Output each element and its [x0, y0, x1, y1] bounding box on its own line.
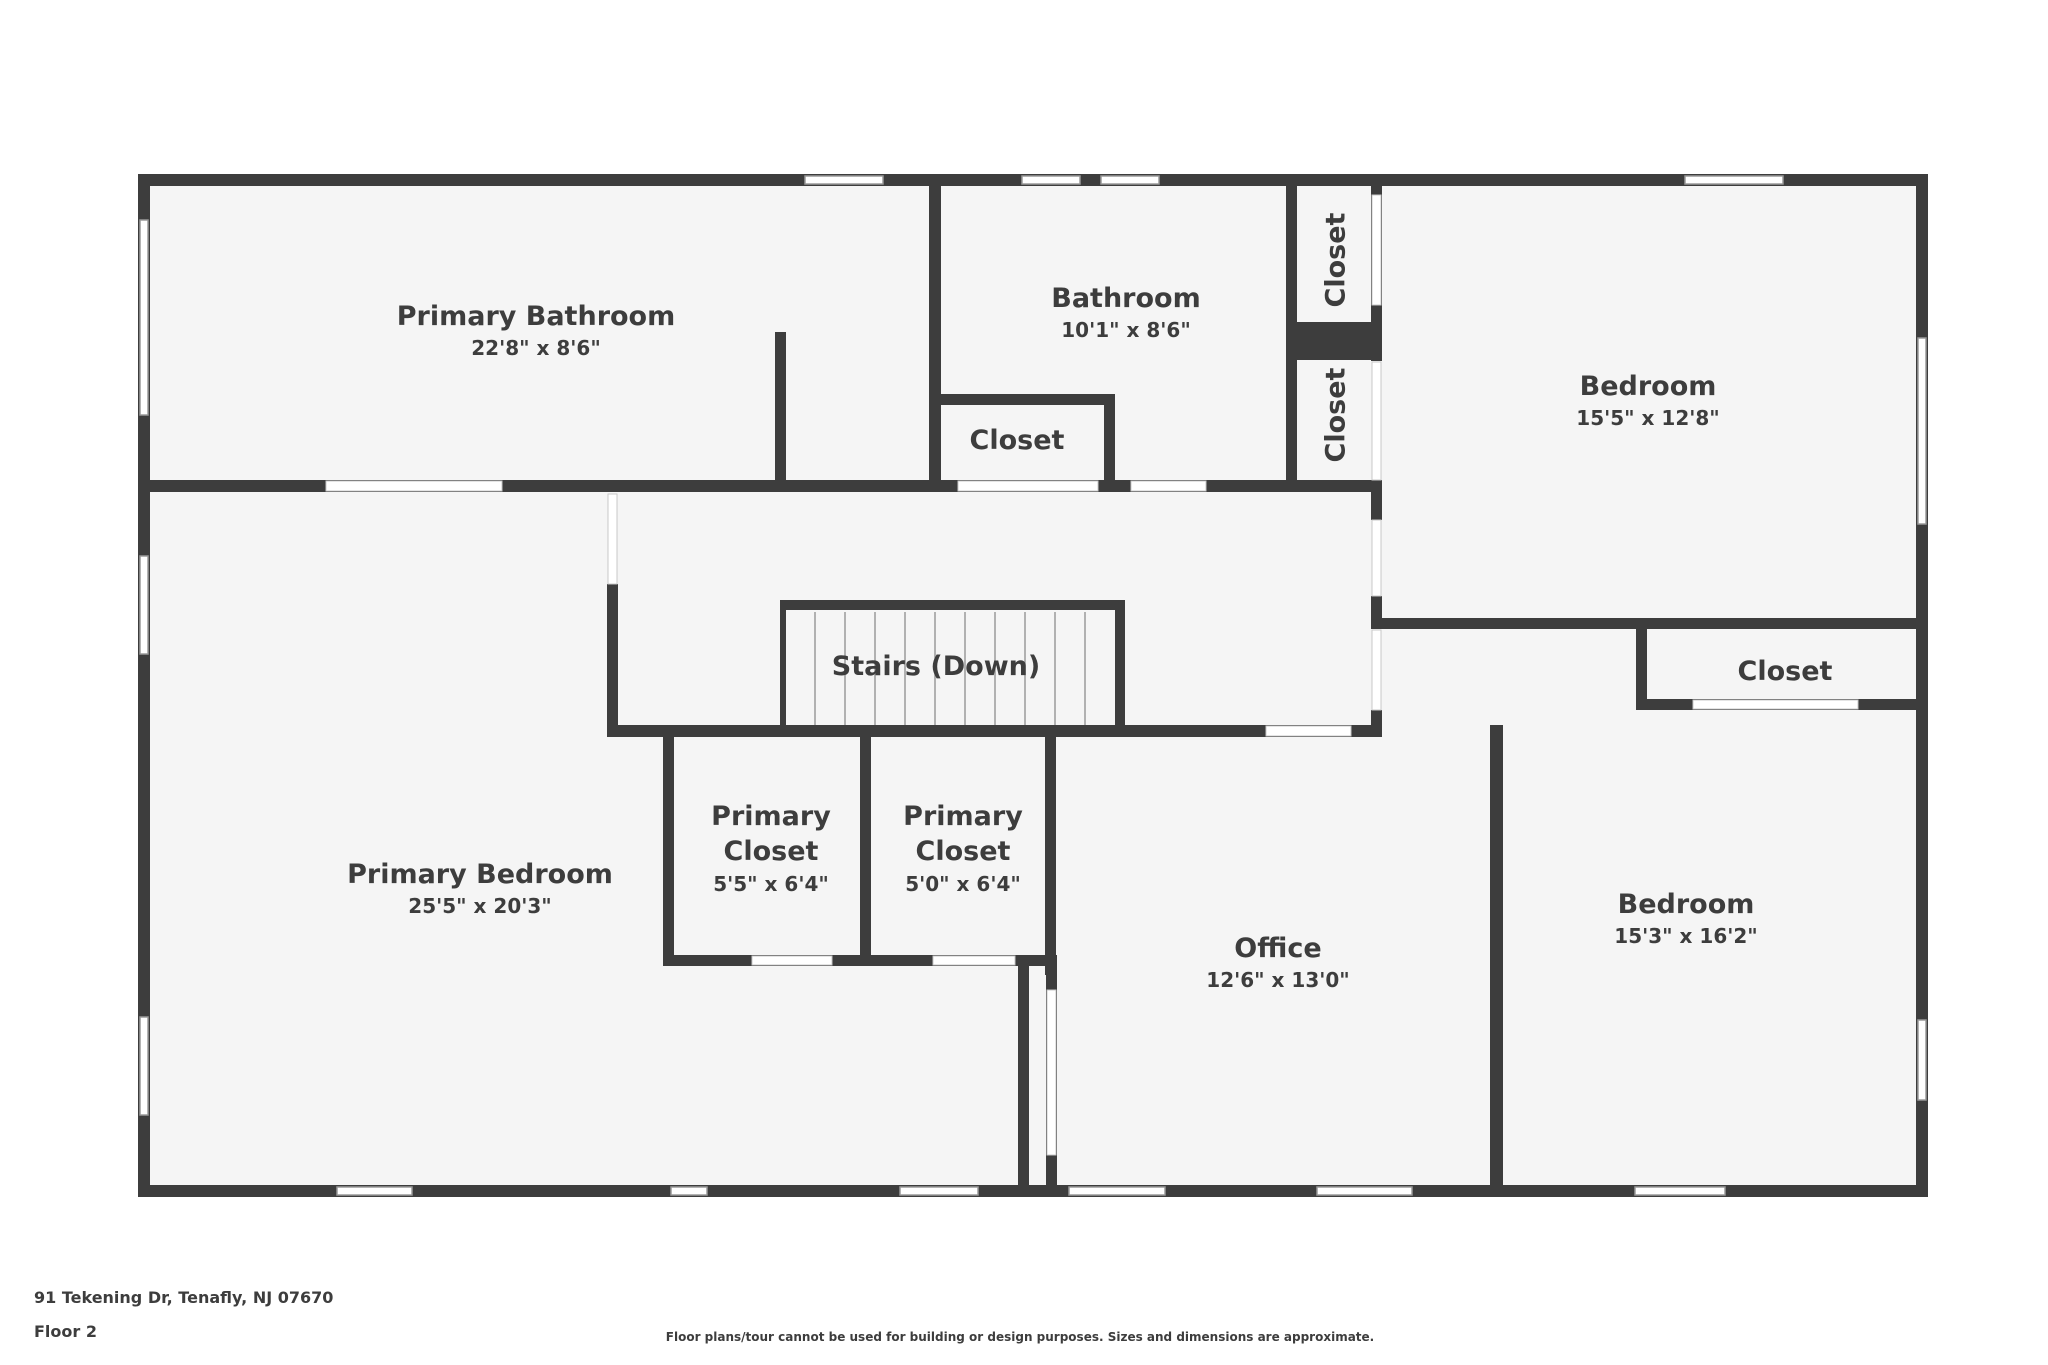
- room-primary-bathroom-name: Primary Bathroom: [397, 301, 676, 332]
- room-bedroom-upper-name: Bedroom: [1580, 371, 1717, 402]
- room-primary-bathroom-dims: 22'8" x 8'6": [471, 336, 601, 360]
- property-address: 91 Tekening Dr, Tenafly, NJ 07670: [34, 1288, 334, 1307]
- room-closet-upper-b-name: Closet: [1321, 367, 1352, 462]
- room-primary-closet-2-name-line1: Primary: [903, 801, 1023, 832]
- room-primary-closet-2-dims: 5'0" x 6'4": [905, 872, 1021, 896]
- doorways: [325, 194, 1859, 1156]
- floor-label: Floor 2: [34, 1322, 97, 1341]
- stair-treads: [814, 612, 1086, 725]
- room-office-dims: 12'6" x 13'0": [1206, 968, 1349, 992]
- room-primary-bedroom-name: Primary Bedroom: [347, 859, 613, 890]
- room-stairs-name: Stairs (Down): [832, 651, 1040, 682]
- room-primary-closet-1-name-line1: Primary: [711, 801, 831, 832]
- floor-area: [144, 180, 1922, 1191]
- room-bedroom-lower-dims: 15'3" x 16'2": [1614, 924, 1757, 948]
- room-bathroom-dims: 10'1" x 8'6": [1061, 318, 1191, 342]
- room-bedroom-upper-dims: 15'5" x 12'8": [1576, 406, 1719, 430]
- room-bathroom-name: Bathroom: [1051, 283, 1200, 314]
- room-primary-closet-2-name-line2: Closet: [916, 836, 1011, 867]
- room-primary-closet-1-dims: 5'5" x 6'4": [713, 872, 829, 896]
- room-primary-closet-1-name-line2: Closet: [724, 836, 819, 867]
- room-bathroom-closet-name: Closet: [970, 425, 1065, 456]
- room-bedroom-lower-name: Bedroom: [1618, 889, 1755, 920]
- room-primary-bedroom-dims: 25'5" x 20'3": [408, 894, 551, 918]
- room-office-name: Office: [1234, 933, 1321, 964]
- room-bedroom-closet-name: Closet: [1738, 656, 1833, 687]
- room-closet-upper-a-name: Closet: [1321, 212, 1352, 307]
- disclaimer-text: Floor plans/tour cannot be used for buil…: [665, 1330, 1375, 1344]
- windows: [139, 175, 1927, 1196]
